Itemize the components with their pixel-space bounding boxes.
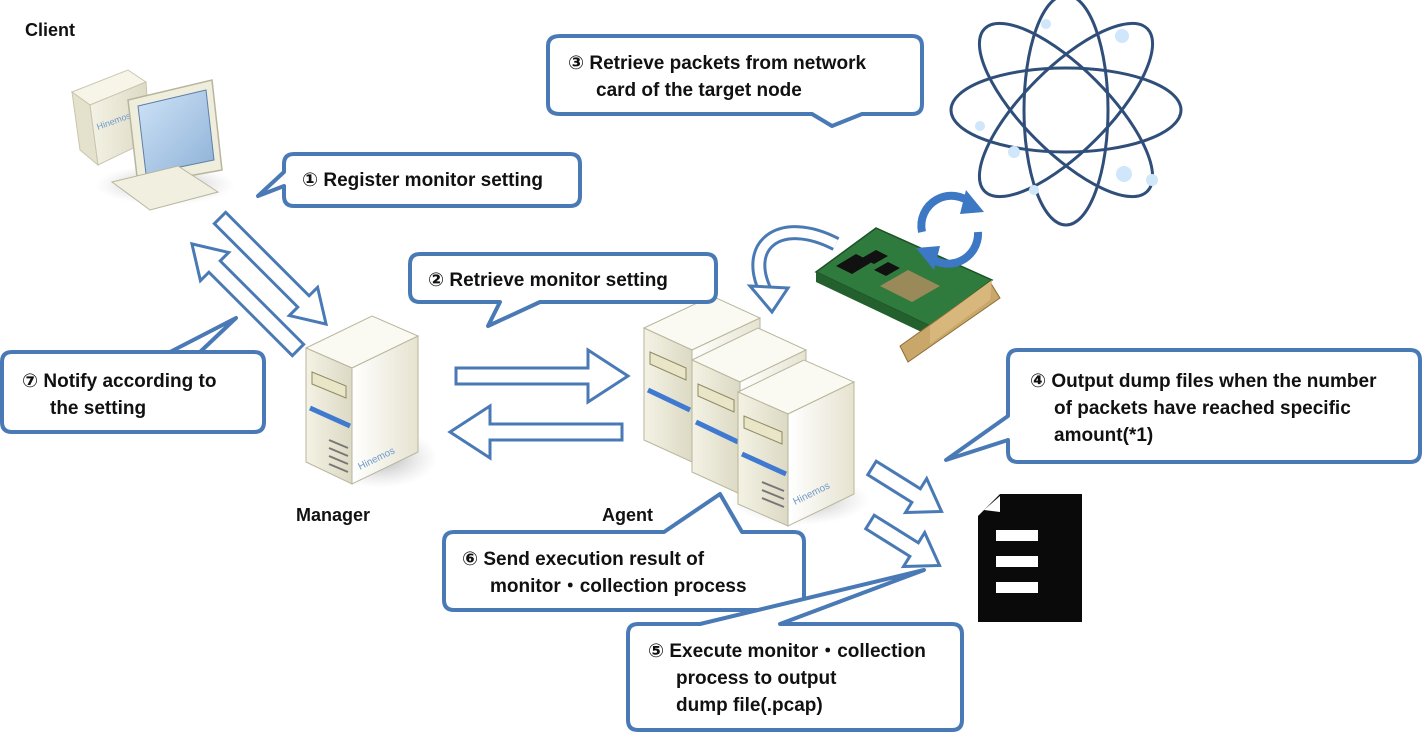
network-icon bbox=[949, 0, 1183, 227]
callout-step7 bbox=[0, 316, 266, 434]
step7-line-2: the setting bbox=[50, 398, 147, 419]
callout-step2 bbox=[408, 252, 718, 328]
callout-step5 bbox=[626, 568, 964, 732]
step7-line-1: ⑦ Notify according to bbox=[22, 371, 217, 392]
network-card-icon bbox=[814, 227, 1001, 363]
refresh-icon bbox=[916, 190, 984, 270]
arrow-manager-to-client bbox=[189, 241, 306, 358]
step6-line-1: ⑥ Send execution result of bbox=[462, 549, 705, 570]
step5-text: ⑤ Execute monitor・collection process to … bbox=[648, 638, 926, 719]
arrow-agent-to-manager bbox=[447, 403, 624, 461]
arrow-client-to-manager bbox=[212, 210, 329, 327]
callout-step3 bbox=[546, 34, 924, 128]
step4-line-1: ④ Output dump files when the number bbox=[1030, 371, 1377, 392]
step6-text: ⑥ Send execution result of monitor・colle… bbox=[462, 546, 747, 600]
manager-label: Manager bbox=[296, 505, 370, 525]
step4-line-2: of packets have reached specific bbox=[1054, 398, 1351, 419]
server-icon: Hinemos bbox=[304, 315, 438, 488]
callout-step4 bbox=[944, 348, 1422, 464]
step4-text: ④ Output dump files when the number of p… bbox=[1030, 368, 1376, 449]
step2-line-1: ② Retrieve monitor setting bbox=[428, 270, 668, 291]
step2-text: ② Retrieve monitor setting bbox=[428, 267, 668, 294]
step7-text: ⑦ Notify according to the setting bbox=[22, 368, 216, 422]
step1-text: ① Register monitor setting bbox=[302, 167, 543, 194]
step6-line-2: monitor・collection process bbox=[490, 576, 747, 597]
step3-line-1: ③ Retrieve packets from network bbox=[568, 53, 867, 74]
step5-line-3: dump file(.pcap) bbox=[676, 695, 823, 716]
agent-label: Agent bbox=[602, 505, 653, 525]
step4-line-3: amount(*1) bbox=[1054, 425, 1154, 446]
step3-line-2: card of the target node bbox=[596, 80, 802, 101]
arrow-manager-to-agent bbox=[454, 347, 631, 405]
step3-text: ③ Retrieve packets from network card of … bbox=[568, 50, 866, 104]
arrow-agent-to-dump-2 bbox=[863, 513, 942, 569]
server-icon: Hinemos bbox=[642, 295, 870, 527]
client-label: Client bbox=[25, 20, 75, 40]
arrow-agent-to-dump-1 bbox=[865, 459, 944, 515]
curved-arrow-icon bbox=[746, 225, 840, 315]
step5-line-2: process to output bbox=[676, 668, 837, 689]
step5-line-1: ⑤ Execute monitor・collection bbox=[648, 641, 926, 662]
document-icon bbox=[978, 494, 1082, 622]
computer-icon: Hinemos bbox=[70, 69, 235, 211]
callout-step1 bbox=[256, 152, 582, 208]
step1-line-1: ① Register monitor setting bbox=[302, 170, 543, 191]
